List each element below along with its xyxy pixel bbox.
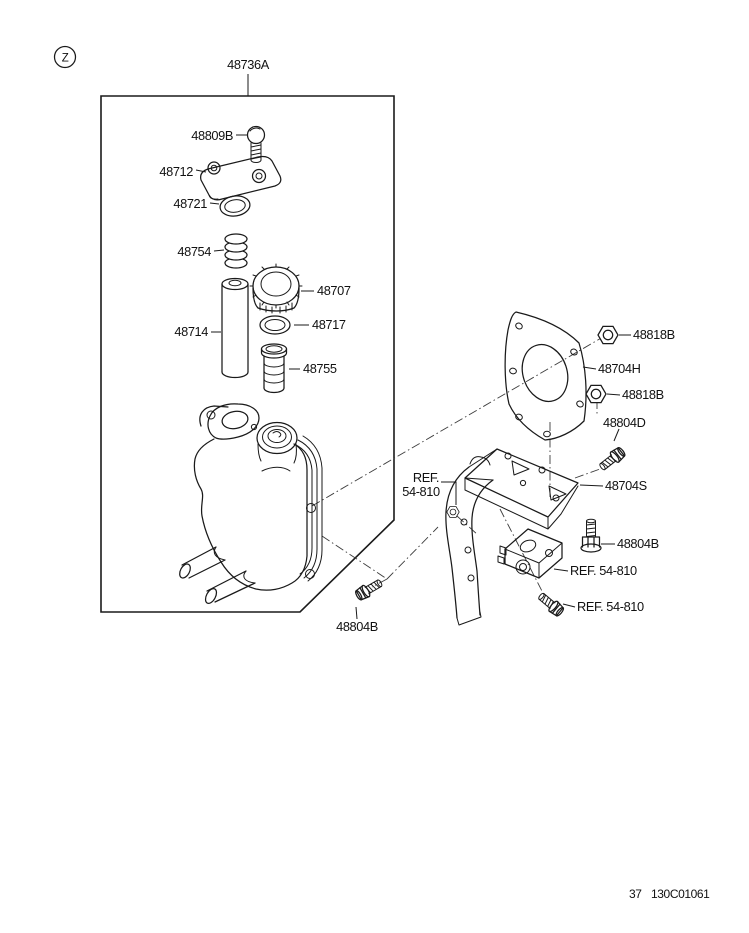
bracket-48704s xyxy=(445,448,579,626)
label-ref-bottom: REF. 54-810 xyxy=(577,599,644,614)
label-48704h: 48704H xyxy=(598,361,641,376)
footer-document-code: 130C01061 xyxy=(651,887,710,901)
bolt-48804d xyxy=(596,445,628,474)
actuator-block xyxy=(497,528,563,579)
label-48736a: 48736A xyxy=(227,57,270,72)
label-48714: 48714 xyxy=(174,324,208,339)
label-48755: 48755 xyxy=(303,361,337,376)
label-48707: 48707 xyxy=(317,283,351,298)
cover-plate-48712 xyxy=(200,155,282,201)
label-48717: 48717 xyxy=(312,317,346,332)
label-48704s: 48704S xyxy=(605,478,647,493)
spring-48754 xyxy=(224,233,248,269)
label-48754: 48754 xyxy=(177,244,211,259)
reservoir-tank xyxy=(179,403,323,604)
view-tag-letter: Z xyxy=(62,53,69,65)
label-48818b-mid: 48818B xyxy=(622,387,664,402)
leader-lines xyxy=(195,74,631,620)
label-48809b: 48809B xyxy=(191,128,233,143)
bolt-48804b-right xyxy=(580,518,602,553)
ref-nut xyxy=(446,506,460,518)
assembly-frame-box xyxy=(100,95,395,613)
label-48804b-right: 48804B xyxy=(617,536,659,551)
bolt-48809b xyxy=(246,125,266,163)
label-48804b-bottom: 48804B xyxy=(336,619,378,634)
part-labels: 48736A 48809B 48712 48721 48754 48707 48… xyxy=(159,57,675,634)
bolt-48804b-bottom xyxy=(353,576,385,603)
footer: 37 130C01061 xyxy=(629,887,711,901)
label-48721: 48721 xyxy=(173,196,207,211)
nut-48818b-mid xyxy=(585,384,607,404)
ref-bolt xyxy=(535,589,567,619)
tube-48714 xyxy=(221,277,249,379)
label-ref-left-1: REF. xyxy=(413,470,439,485)
cap-48707 xyxy=(249,263,303,314)
oring-48717 xyxy=(259,315,291,335)
strainer-48755 xyxy=(260,343,288,394)
label-48712: 48712 xyxy=(159,164,193,179)
construction-lines xyxy=(311,336,604,596)
label-ref-mid: REF. 54-810 xyxy=(570,563,637,578)
gasket-48721 xyxy=(219,195,251,217)
label-48818b-top: 48818B xyxy=(633,327,675,342)
view-tag: Z xyxy=(53,45,77,69)
label-48804d: 48804D xyxy=(603,415,646,430)
label-ref-left-2: 54-810 xyxy=(402,484,440,499)
gasket-plate-48704h xyxy=(504,311,587,441)
footer-page-number: 37 xyxy=(629,887,642,901)
nut-48818b-top xyxy=(597,325,619,345)
